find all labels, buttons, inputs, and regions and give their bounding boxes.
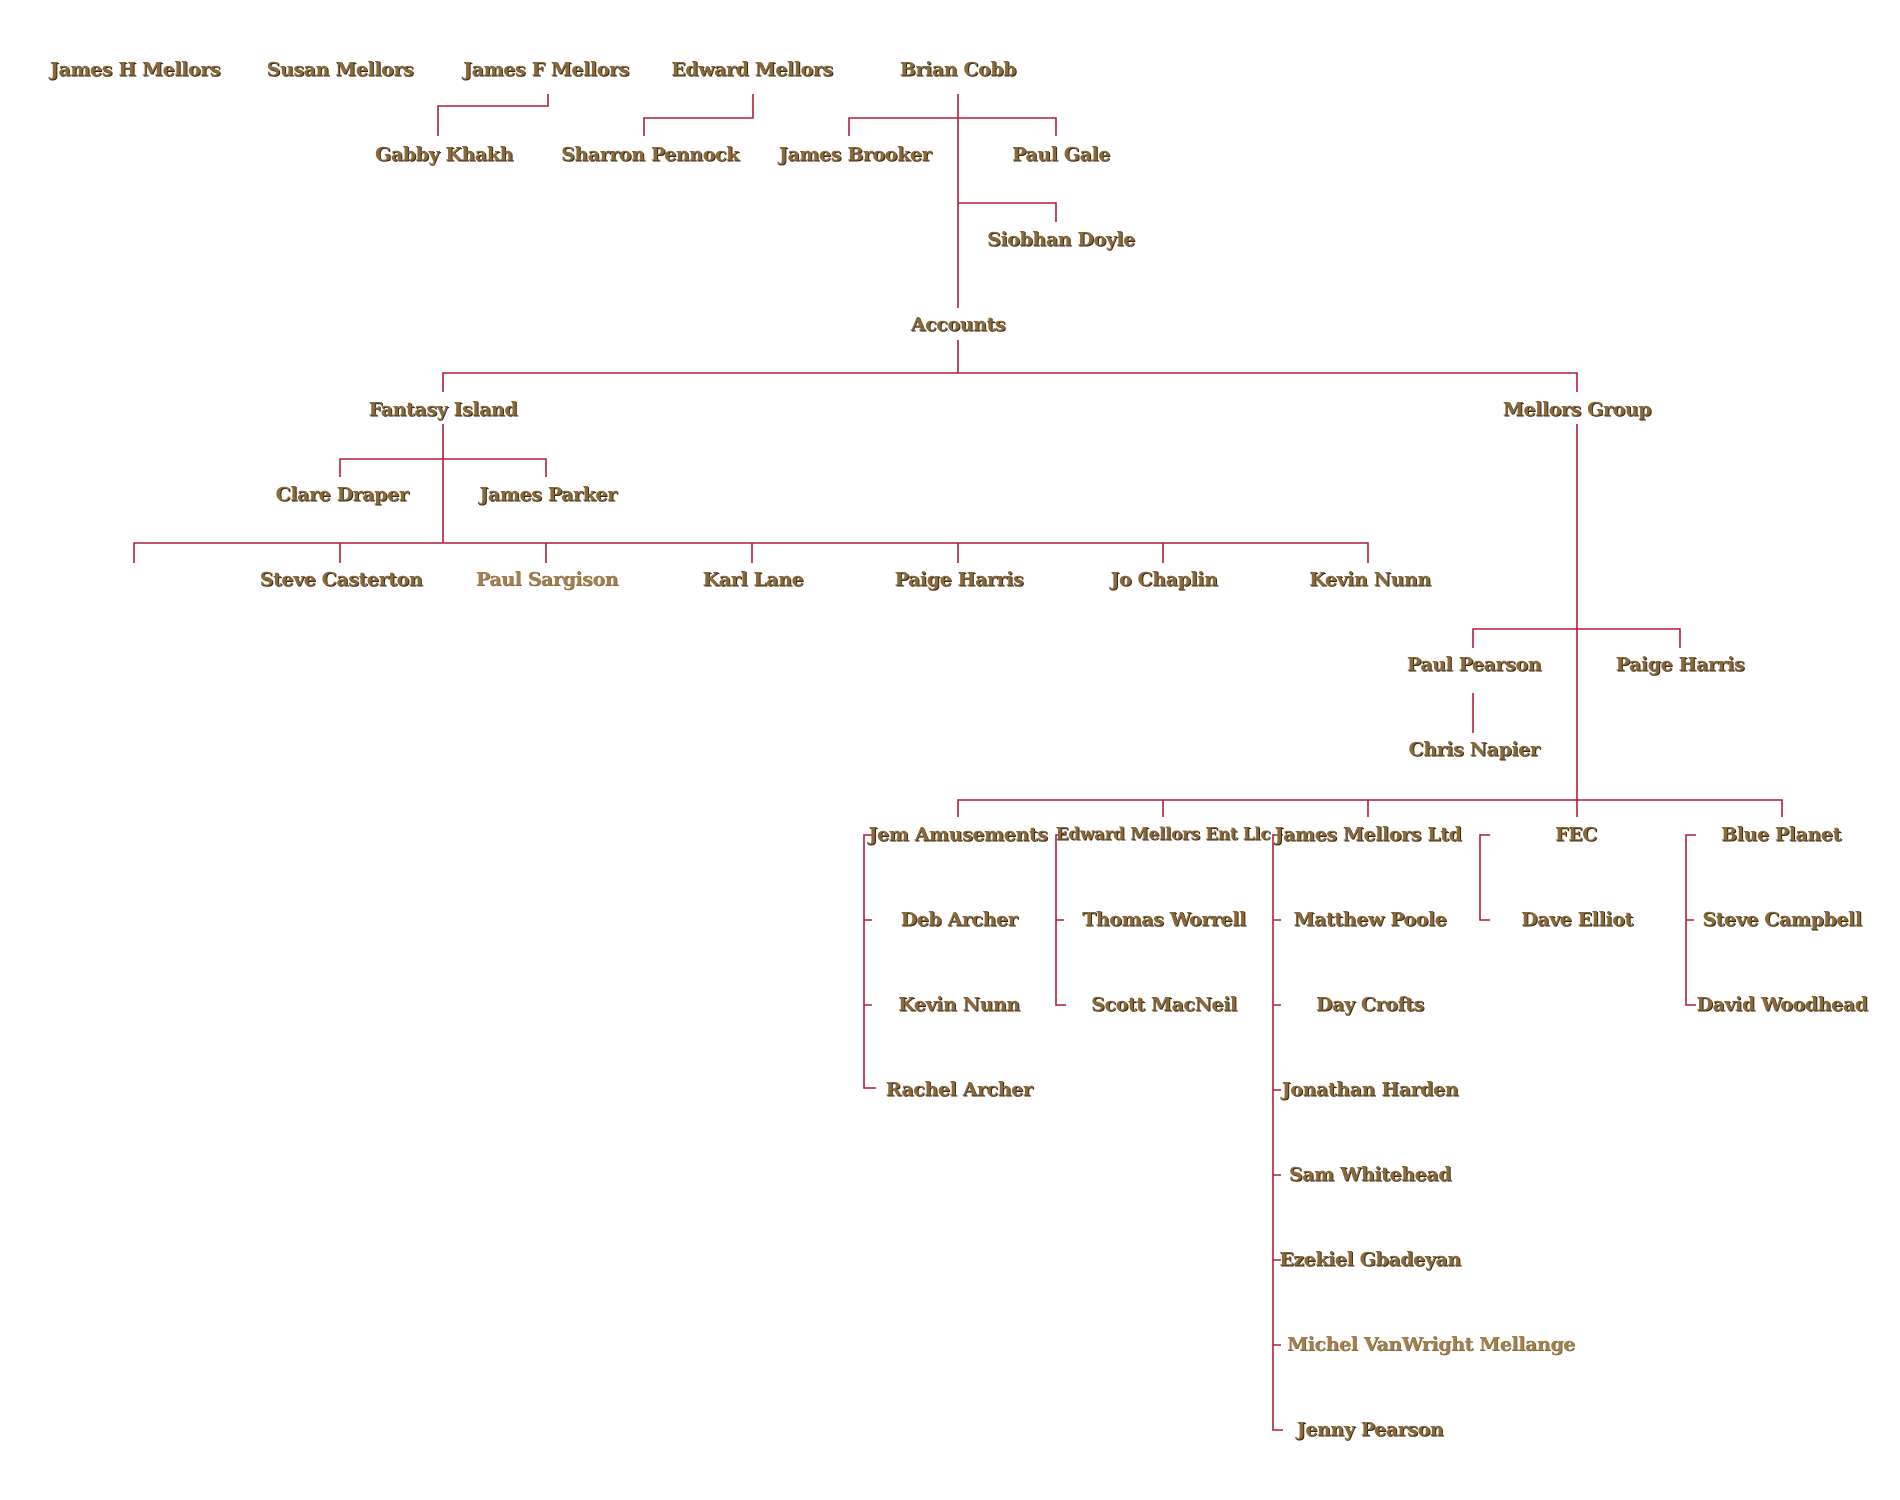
node-dave-elliot: Dave Elliot <box>1521 908 1633 931</box>
node-ezekiel-gbadeyan: Ezekiel Gbadeyan <box>1279 1248 1461 1271</box>
node-paige-harris-mellors-group: Paige Harris <box>1615 653 1745 676</box>
node-paige-harris-fantasy-island: Paige Harris <box>894 568 1024 591</box>
connector-edward-mellors-ent-staff <box>1055 834 1066 1006</box>
node-kevin-nunn-jem: Kevin Nunn <box>898 993 1020 1016</box>
node-day-crofts: Day Crofts <box>1316 993 1424 1016</box>
node-deb-archer: Deb Archer <box>900 908 1018 931</box>
connector-jem-amusements-staff <box>863 834 876 1089</box>
node-jem-amusements: Jem Amusements <box>868 823 1048 846</box>
connector-mellors-group-companies <box>957 799 1783 817</box>
node-david-woodhead: David Woodhead <box>1696 993 1868 1016</box>
node-james-h-mellors: James H Mellors <box>49 58 221 81</box>
node-jo-chaplin: Jo Chaplin <box>1110 568 1218 591</box>
connector-fantasy-island-managers <box>339 458 547 477</box>
node-kevin-nunn-fantasy-island: Kevin Nunn <box>1309 568 1431 591</box>
connector-edward-mellors-sharron-pennock <box>643 94 754 136</box>
node-james-parker: James Parker <box>479 483 617 506</box>
node-fantasy-island: Fantasy Island <box>368 398 518 421</box>
node-steve-casterton: Steve Casterton <box>259 568 423 591</box>
node-jonathan-harden: Jonathan Harden <box>1281 1078 1459 1101</box>
connector-brian-cobb-siobhan-doyle <box>958 202 1057 222</box>
node-james-mellors-ltd: James Mellors Ltd <box>1274 823 1462 846</box>
connector-james-f-mellors-gabby-khakh <box>437 94 549 136</box>
node-accounts: Accounts <box>910 313 1006 336</box>
connector-accounts-divisions <box>442 340 1578 392</box>
connector-fec-staff <box>1479 834 1490 921</box>
node-karl-lane: Karl Lane <box>702 568 804 591</box>
node-thomas-worrell: Thomas Worrell <box>1082 908 1246 931</box>
node-paul-pearson: Paul Pearson <box>1406 653 1542 676</box>
node-blue-planet: Blue Planet <box>1721 823 1841 846</box>
node-clare-draper: Clare Draper <box>275 483 409 506</box>
node-michel-vanwright-mellange: Michel VanWright Mellange <box>1287 1333 1575 1356</box>
node-jenny-pearson: Jenny Pearson <box>1296 1418 1444 1441</box>
node-fec: FEC <box>1555 823 1597 846</box>
node-rachel-archer: Rachel Archer <box>885 1078 1033 1101</box>
node-edward-mellors-ent-llc: Edward Mellors Ent Llc <box>1055 824 1271 845</box>
connector-brian-cobb-brooker-gale <box>848 117 1057 136</box>
node-scott-macneil: Scott MacNeil <box>1091 993 1237 1016</box>
node-steve-campbell: Steve Campbell <box>1702 908 1862 931</box>
node-mellors-group: Mellors Group <box>1502 398 1652 421</box>
node-gabby-khakh: Gabby Khakh <box>375 143 513 166</box>
node-siobhan-doyle: Siobhan Doyle <box>987 228 1135 251</box>
node-matthew-poole: Matthew Poole <box>1293 908 1447 931</box>
connector-fantasy-island-staff <box>133 542 1369 563</box>
node-edward-mellors: Edward Mellors <box>671 58 833 81</box>
node-sam-whitehead: Sam Whitehead <box>1288 1163 1452 1186</box>
node-sharron-pennock: Sharron Pennock <box>561 143 739 166</box>
node-james-f-mellors: James F Mellors <box>463 58 629 81</box>
node-paul-gale: Paul Gale <box>1012 143 1110 166</box>
connector-james-mellors-ltd-staff <box>1272 834 1283 1431</box>
node-susan-mellors: Susan Mellors <box>266 58 414 81</box>
connector-mellors-group-managers <box>1472 628 1681 648</box>
node-james-brooker: James Brooker <box>778 143 932 166</box>
node-brian-cobb: Brian Cobb <box>899 58 1017 81</box>
connector-blue-planet-staff <box>1685 834 1696 1006</box>
node-chris-napier: Chris Napier <box>1408 738 1540 761</box>
node-paul-sargison: Paul Sargison <box>475 568 619 591</box>
